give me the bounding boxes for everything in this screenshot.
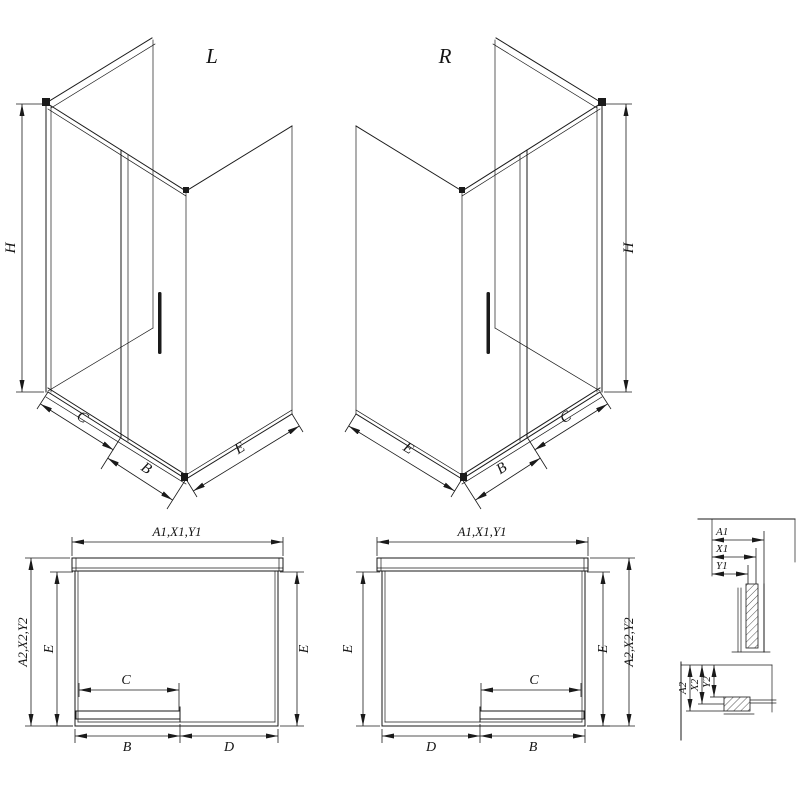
dimension-y2-detail: Y2	[701, 665, 724, 698]
detail-view-top: A1 X1 Y1	[697, 518, 796, 653]
sliding-door-plan	[479, 706, 585, 723]
dim-label-h: H	[621, 241, 637, 254]
sliding-door-plan	[75, 706, 181, 723]
front-panel	[460, 103, 603, 485]
left-wall-panel	[42, 37, 156, 393]
dimension-d: D	[381, 724, 481, 755]
dimension-a1: A1,X1,Y1	[71, 524, 284, 556]
right-side-panel	[183, 125, 293, 480]
door-handle	[158, 292, 162, 354]
dimension-a2-detail: A2	[677, 665, 724, 712]
dimension-b: B	[480, 729, 586, 755]
door-handle	[486, 292, 490, 354]
profile-cross-section	[723, 696, 777, 715]
dim-label-e-left: E	[42, 644, 57, 654]
dimension-e: E	[185, 413, 304, 498]
dimension-e-left: E	[42, 571, 73, 727]
dim-label-y2: Y2	[701, 676, 713, 688]
dim-label-c: C	[121, 673, 131, 688]
dimension-e: E	[344, 413, 463, 498]
front-panel	[45, 103, 188, 485]
dim-label-d: D	[425, 740, 436, 755]
wall-bar	[71, 557, 284, 572]
dimension-h: H	[604, 103, 637, 393]
dim-label-a2x2y2: A2,X2,Y2	[621, 617, 636, 668]
dim-label-a1x1y1: A1,X1,Y1	[151, 524, 201, 539]
sliding-door	[120, 149, 162, 442]
dim-label-e-left: E	[341, 644, 356, 654]
dimension-c: C	[36, 391, 122, 470]
iso-view-left: L H C	[3, 37, 304, 510]
dimension-y1-detail: Y1	[712, 560, 749, 584]
dimension-a2-left: A2,X2,Y2	[15, 557, 73, 727]
right-wall-panel	[492, 37, 606, 393]
track-end-cap	[460, 473, 467, 481]
wall-profile-bar	[376, 557, 589, 572]
top-corner-cap	[42, 98, 50, 106]
dim-label-x1: X1	[715, 543, 728, 555]
dimension-a1: A1,X1,Y1	[376, 524, 589, 556]
plan-view-right: A1,X1,Y1 E E A2,X2,Y2 C D B	[341, 524, 636, 755]
wall-profile-section-top: A1 X1 Y1	[697, 518, 796, 653]
dim-label-e-right: E	[596, 644, 611, 654]
dimension-x2-detail: X2	[689, 665, 724, 705]
dimension-a1-detail: A1	[712, 526, 765, 584]
dim-label-a2x2y2: A2,X2,Y2	[15, 617, 30, 668]
corner-cap	[459, 187, 465, 193]
dimension-c: C	[78, 673, 180, 711]
wall-profile-bar	[71, 557, 284, 572]
profile-hatch	[745, 583, 759, 649]
dimension-b: B	[461, 457, 541, 510]
corner-cap	[183, 187, 189, 193]
plan-view-left: A1,X1,Y1 E A2,X2,Y2 E C B D	[15, 524, 312, 755]
dimension-e-right: E	[280, 571, 312, 727]
view-label-r: R	[438, 44, 452, 68]
left-side-panel	[355, 125, 465, 480]
dim-label-e-right: E	[297, 644, 312, 654]
dim-label-y1: Y1	[716, 560, 728, 572]
enclosure-outline	[74, 570, 279, 727]
dim-label-a1: A1	[715, 526, 728, 538]
door-panel	[75, 710, 181, 720]
dimension-x1-detail: X1	[712, 543, 757, 584]
dim-label-a1x1y1: A1,X1,Y1	[456, 524, 506, 539]
door-panel	[479, 710, 585, 720]
profile-hatch	[723, 696, 751, 712]
enclosure-outline	[381, 570, 586, 727]
dimension-c: C	[480, 673, 582, 711]
dim-label-b: B	[494, 459, 510, 477]
dimension-b: B	[74, 724, 181, 755]
dimension-e-left: E	[341, 571, 380, 727]
dim-label-a2: A2	[677, 681, 689, 695]
top-corner-cap	[598, 98, 606, 106]
wall-bar	[376, 557, 589, 572]
dim-label-x2: X2	[689, 678, 701, 692]
dim-label-d: D	[223, 740, 234, 755]
sliding-door	[486, 149, 528, 442]
dimension-h: H	[3, 103, 44, 393]
track-end-cap	[181, 473, 188, 481]
dim-label-c: C	[529, 673, 539, 688]
view-label-l: L	[205, 44, 218, 68]
dimension-b: B	[107, 457, 187, 510]
dim-label-h: H	[3, 241, 19, 254]
dim-label-b: B	[138, 459, 154, 477]
profile-cross-section	[731, 583, 771, 653]
dimension-e-right: E	[587, 571, 611, 727]
dim-label-b: B	[123, 740, 132, 755]
dimension-a2-right: A2,X2,Y2	[587, 557, 636, 727]
floor-profile-section: A2 X2 Y2	[677, 661, 777, 741]
detail-view-bottom: A2 X2 Y2	[677, 661, 777, 741]
dim-label-b: B	[529, 740, 538, 755]
iso-view-right: R H C	[344, 37, 637, 510]
dimension-d: D	[180, 729, 279, 755]
dim-label-c: C	[557, 408, 575, 427]
